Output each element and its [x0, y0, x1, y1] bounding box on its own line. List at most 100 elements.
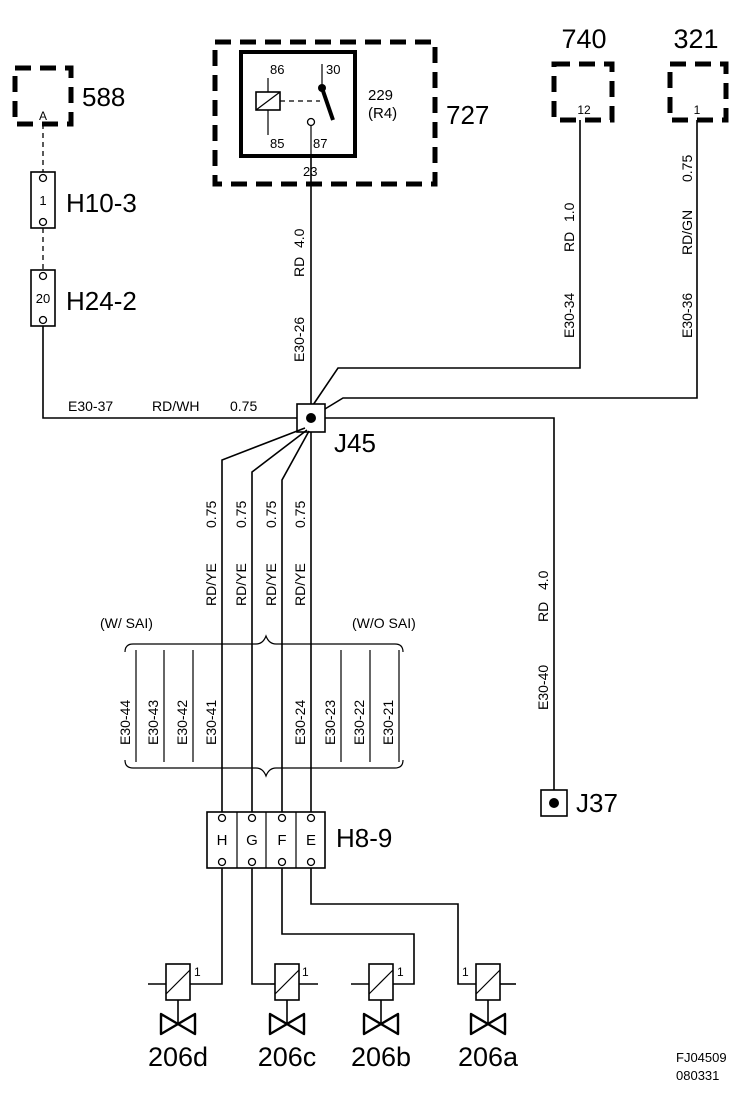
- option-wire-id: E30-42: [174, 700, 190, 745]
- connector-h8-9-pin-e: E: [306, 832, 316, 849]
- terminal: [277, 813, 287, 823]
- component-727-label: 727: [446, 100, 489, 130]
- option-with-sai: (W/ SAI): [100, 615, 153, 631]
- connector-321-pin: 1: [694, 103, 701, 117]
- option-without-sai: (W/O SAI): [352, 615, 416, 631]
- terminal: [247, 813, 257, 823]
- footer-code: FJ04509: [676, 1050, 727, 1065]
- valve-206b-symbol: [362, 1012, 400, 1036]
- terminal: [277, 857, 287, 867]
- connector-321: 321 1: [667, 24, 729, 123]
- wire-e30-34: [310, 120, 581, 409]
- valve-206d: 1 206d: [148, 963, 208, 1072]
- wire-e30-37-id: E30-37: [68, 398, 113, 414]
- connector-h24-2: 20 H24-2: [30, 269, 137, 327]
- relay-arm: [320, 87, 335, 121]
- valve-206a-pin: 1: [462, 965, 469, 979]
- wire-e30-36-color: RD/GN: [679, 210, 695, 255]
- connector-h8-9-pin-f: F: [277, 832, 286, 849]
- wire-yellow-3-color: RD/YE: [263, 563, 279, 606]
- valve-206a: 1 206a: [458, 963, 519, 1072]
- terminal: [38, 271, 48, 281]
- relay-id: 229: [368, 87, 393, 104]
- valve-206d-symbol: [159, 1012, 197, 1036]
- connector-740-pin: 12: [577, 103, 591, 117]
- valve-206c-symbol: [268, 1012, 306, 1036]
- connector-740-label: 740: [561, 24, 606, 54]
- wire-e30-26-size: 4.0: [291, 228, 307, 248]
- splice-j37-dot: [549, 798, 559, 808]
- valve-coil-diagonal: [475, 969, 501, 995]
- wire-e30-40: [325, 417, 555, 790]
- splice-j45-label: J45: [334, 428, 376, 458]
- wire-yellow-1-color: RD/YE: [203, 563, 219, 606]
- valve-206b-label: 206b: [351, 1042, 411, 1072]
- valve-coil-diagonal: [165, 969, 191, 995]
- connector-h24-2-label: H24-2: [66, 286, 137, 316]
- connector-588-pin: A: [39, 109, 47, 123]
- wire-yellow-2-color: RD/YE: [233, 563, 249, 606]
- wire-to-206d: [190, 868, 223, 985]
- option-wire-id: E30-24: [292, 700, 308, 745]
- option-wire-id: E30-44: [117, 700, 133, 745]
- connector-588: A 588: [12, 65, 125, 127]
- connector-h8-9-pin-g: G: [246, 832, 258, 849]
- connector-h8-9-pin-h: H: [217, 832, 228, 849]
- splice-j45-dot: [306, 413, 316, 423]
- wire-e30-40-color: RD: [535, 602, 551, 622]
- valve-206c: 1 206c: [258, 963, 318, 1072]
- wire-e30-37-color: RD/WH: [152, 398, 199, 414]
- wire-to-206b: [281, 868, 415, 985]
- relay-pin-30: 30: [326, 62, 340, 77]
- valve-206d-pin: 1: [194, 965, 201, 979]
- connector-740-outline: [551, 61, 615, 123]
- valve-206b: 1 206b: [351, 963, 411, 1072]
- wire-yellow-1: [221, 427, 306, 812]
- wire-yellow-1-size: 0.75: [203, 501, 219, 528]
- relay-pin-87: 87: [313, 136, 327, 151]
- component-727: 86 30 85 87 229 (R4) 23 727: [212, 39, 489, 187]
- wire-yellow-2: [251, 429, 308, 812]
- relay-coil-diagonal: [255, 91, 281, 111]
- valve-206d-label: 206d: [148, 1042, 208, 1072]
- connector-h10-3-pin: 1: [39, 193, 46, 208]
- yellow-wires: RD/YE 0.75 RD/YE 0.75 RD/YE 0.75 RD/YE 0…: [203, 427, 312, 812]
- terminal: [38, 315, 48, 325]
- wire-e30-40-id: E30-40: [535, 665, 551, 710]
- wire-yellow-2-size: 0.75: [233, 501, 249, 528]
- wire-yellow-3-size: 0.75: [263, 501, 279, 528]
- option-wire-id: E30-41: [203, 700, 219, 745]
- option-wire-id: E30-22: [351, 700, 367, 745]
- connector-321-outline: [667, 61, 729, 123]
- terminal: [306, 857, 316, 867]
- valve-coil-diagonal: [274, 969, 300, 995]
- option-wire-id: E30-43: [145, 700, 161, 745]
- connector-h10-3: 1 H10-3: [30, 171, 137, 229]
- brace-bottom: [124, 759, 404, 778]
- wire-e30-36: [319, 120, 698, 413]
- wire-e30-37-size: 0.75: [230, 398, 257, 414]
- brace-top: [124, 634, 404, 653]
- wire-yellow-4-color: RD/YE: [292, 563, 308, 606]
- splice-j45: J45: [296, 403, 376, 458]
- wire-e30-26-color: RD: [291, 257, 307, 277]
- relay-pin-85: 85: [270, 136, 284, 151]
- option-groups: (W/ SAI) (W/O SAI) E30-44 E30-43 E30-42 …: [100, 615, 416, 778]
- wire-e30-40-size: 4.0: [535, 570, 551, 590]
- wire-e30-36-size: 0.75: [679, 155, 695, 182]
- valve-coil-diagonal: [368, 969, 394, 995]
- wire-yellow-3: [281, 430, 310, 812]
- terminal: [306, 813, 316, 823]
- connector-h8-9-label: H8-9: [336, 823, 392, 853]
- valve-206b-pin: 1: [397, 965, 404, 979]
- wire-yellow-4-size: 0.75: [292, 501, 308, 528]
- component-727-outline: [212, 39, 438, 187]
- wire-e30-26-id: E30-26: [291, 317, 307, 362]
- relay-terminal-87: [306, 117, 316, 127]
- wire-to-206c: [251, 868, 270, 985]
- valve-206a-symbol: [469, 1012, 507, 1036]
- wire-e30-34-id: E30-34: [561, 293, 577, 338]
- connector-588-label: 588: [82, 82, 125, 112]
- wire-e30-34-size: 1.0: [561, 202, 577, 222]
